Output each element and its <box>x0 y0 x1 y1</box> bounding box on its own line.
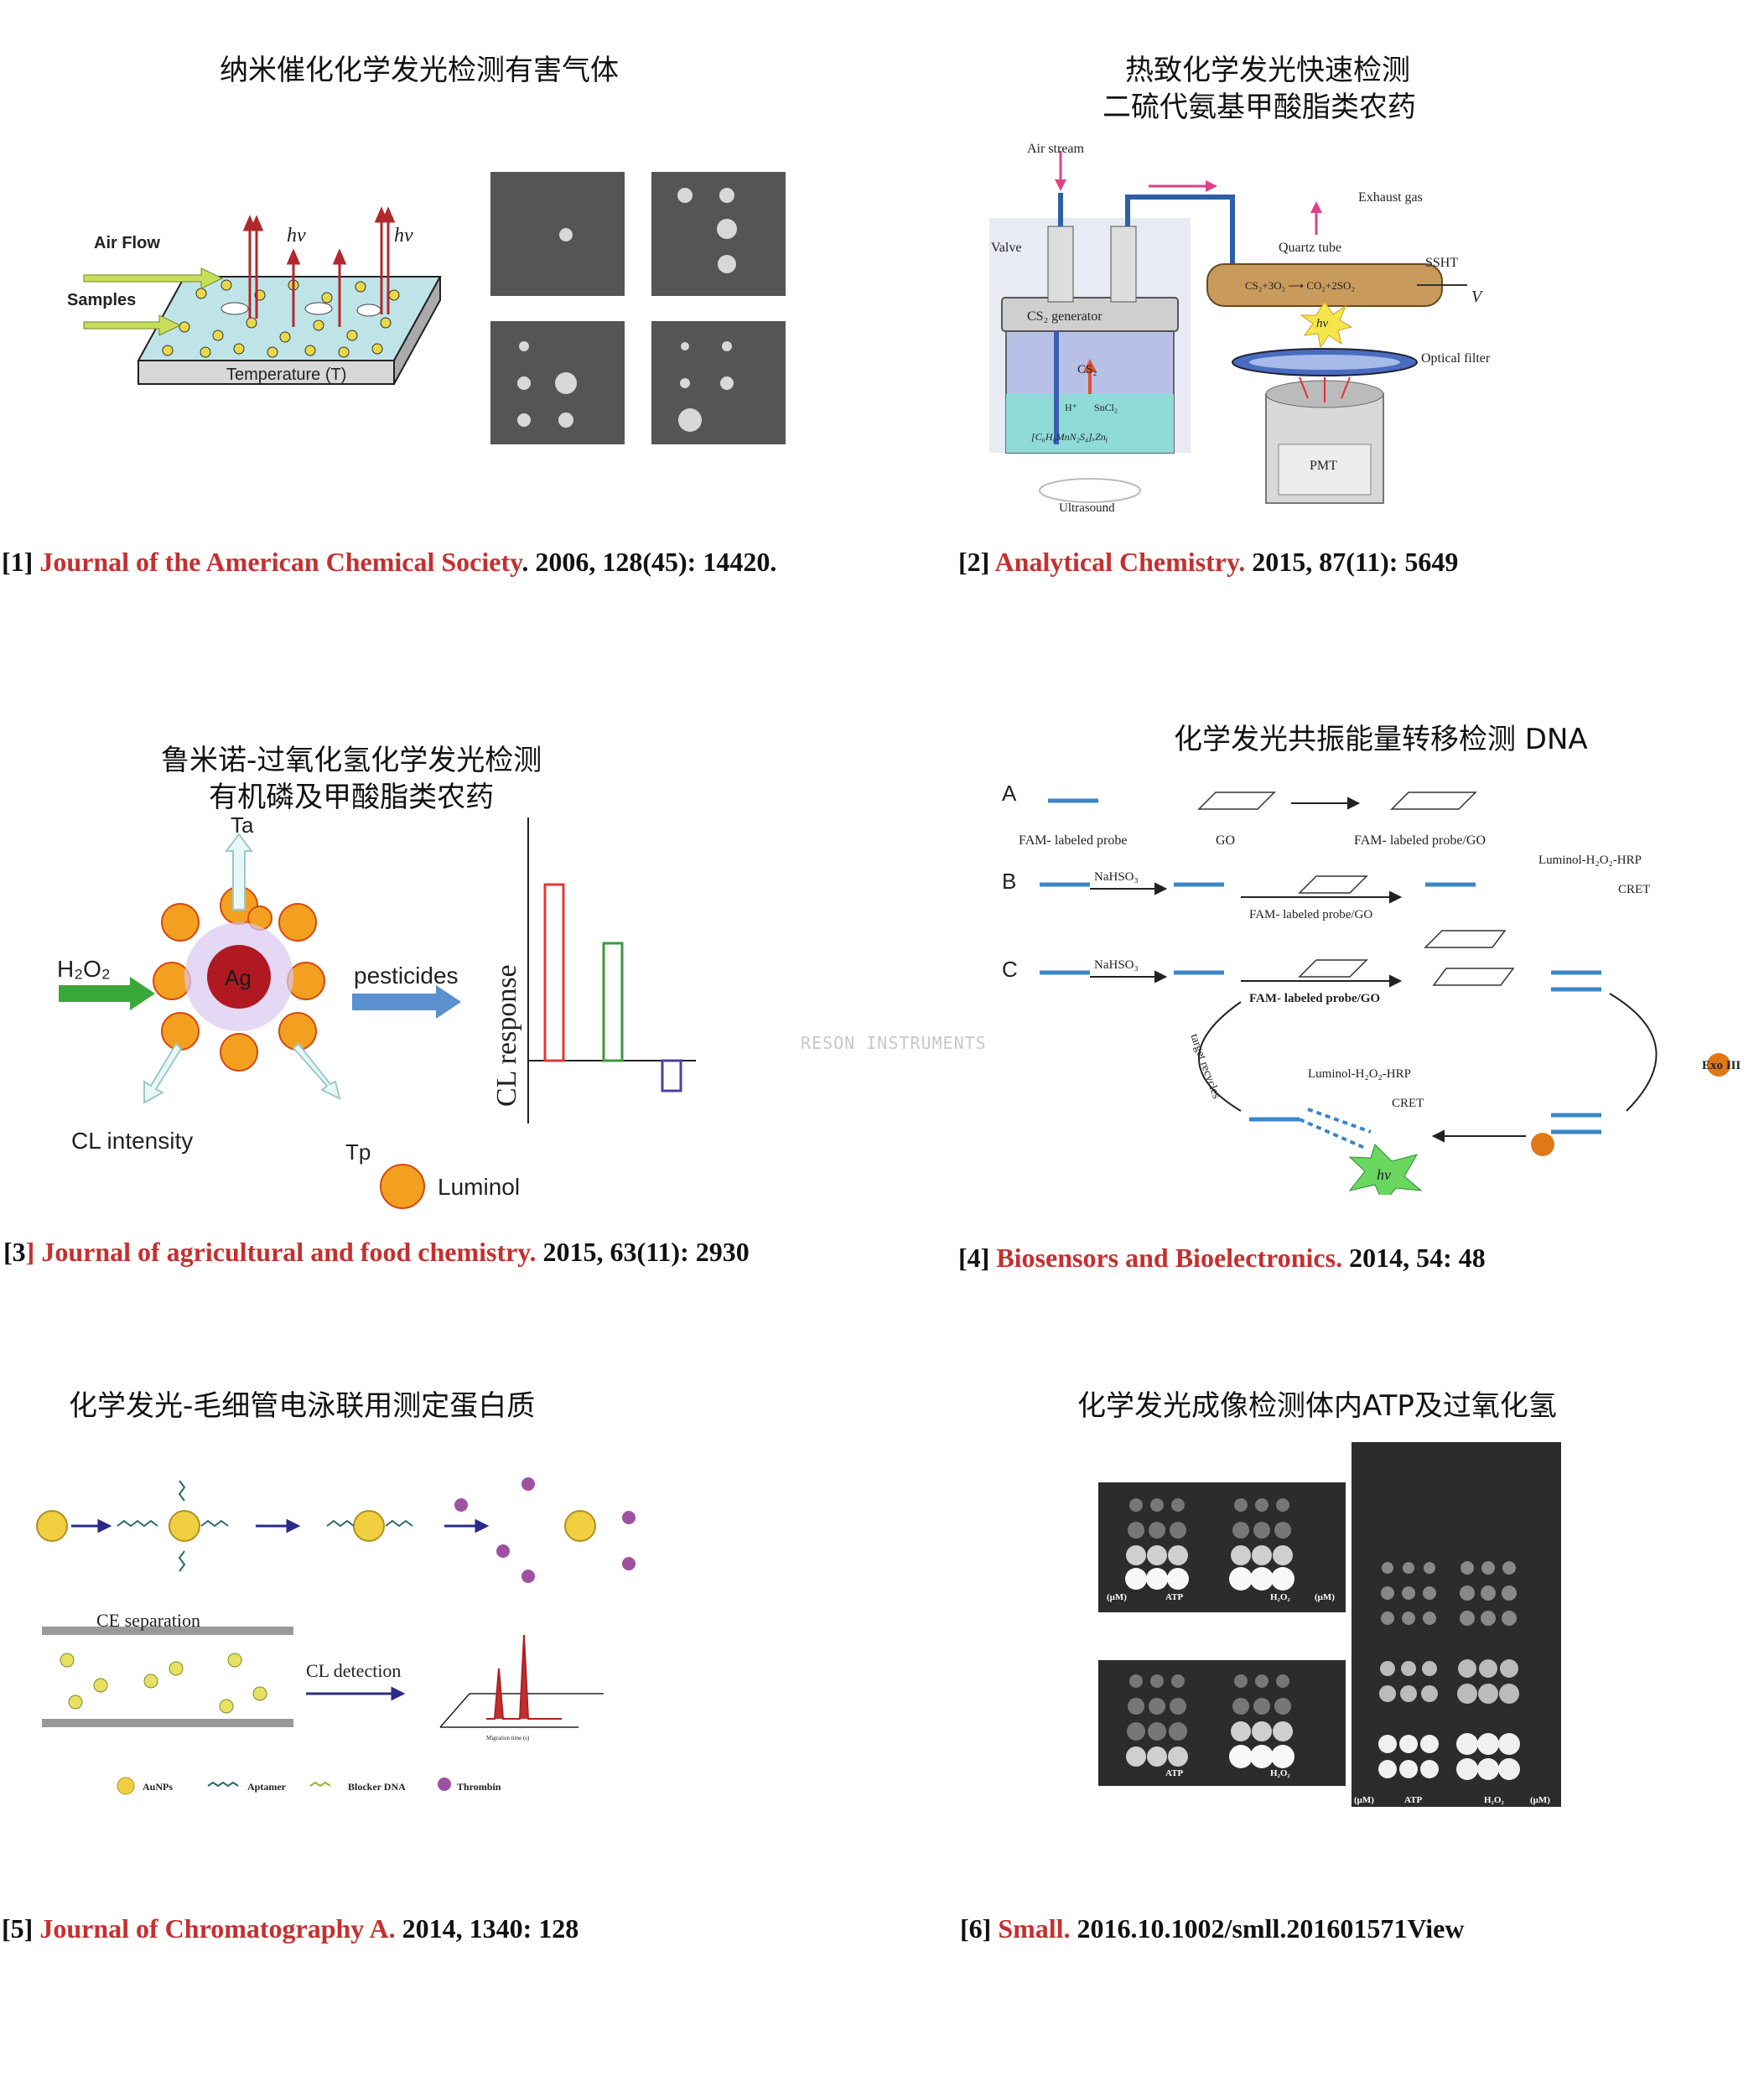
luminol-hrp-label-2: Luminol-H₂O₂-HRP <box>1308 1067 1411 1081</box>
journal-name-link[interactable]: Analytical Chemistry. <box>994 547 1246 577</box>
panel2-citation: [2] Analytical Chemistry. 2015, 87(11): … <box>958 547 1459 577</box>
panel2-title: 热致化学发光快速检测 二硫代氨基甲酸脂类农药 <box>1102 54 1416 124</box>
panel6-citation: [6] Small. 2016.10.1002/smll.201601571Vi… <box>960 1913 1465 1944</box>
pesticides-label: pesticides <box>354 963 459 989</box>
go-label: GO <box>1216 833 1235 848</box>
panel5-title: 化学发光-毛细管电泳联用测定蛋白质 <box>69 1389 536 1423</box>
nahso3-label-2: NaHSO₃ <box>1094 958 1139 972</box>
blocker-label: Blocker DNA <box>348 1781 406 1793</box>
generator-label: CS₂ generator <box>1027 309 1102 324</box>
air-stream-label: Air stream <box>1027 143 1085 156</box>
panel3-figure-diagram: H₂O₂ Ag pesticides CL intensity Ta Tp Lu… <box>57 817 696 1209</box>
aunps-label: AuNPs <box>143 1781 173 1793</box>
exhaust-label: Exhaust gas <box>1358 190 1423 205</box>
cl-response-label: CL response <box>491 964 522 1107</box>
hv-label: hv <box>287 225 306 247</box>
h2o2-label-img: H₂O₂ <box>1270 1592 1290 1602</box>
journal-name-link[interactable]: Journal of the American Chemical Society <box>39 547 522 577</box>
reaction-label: CS₂+3O₂ ⟶ CO₂+2SO₂ <box>1245 279 1355 292</box>
fam-go-label-3: FAM- labeled probe/GO <box>1249 992 1380 1005</box>
panel4-citation: [4] Biosensors and Bioelectronics. 2014,… <box>958 1243 1486 1273</box>
atp-label-3: ATP <box>1404 1795 1422 1805</box>
optical-filter-label: Optical filter <box>1421 351 1491 366</box>
ce-separation-label: CE separation <box>96 1610 200 1631</box>
panel3-citation: [3] Journal of agricultural and food che… <box>3 1237 750 1267</box>
um-label-2: (μM) <box>1315 1592 1335 1602</box>
panel1-title: 纳米催化化学发光检测有害气体 <box>220 54 619 87</box>
label-a: A <box>1002 781 1017 806</box>
h2o2-label-img-2: H₂O₂ <box>1270 1768 1290 1778</box>
h2o2-label-img-3: H₂O₂ <box>1484 1795 1504 1805</box>
migration-label: Migration time (s) <box>486 1735 530 1741</box>
panel5-figure-diagram: CE separation CL detection AuNPs Aptamer… <box>36 1477 636 1795</box>
complex-label: [C₆H₈MnN₂S₄]ₓZnᵧ <box>1031 431 1108 443</box>
ta-label: Ta <box>231 817 254 838</box>
sncl2-label: SnCl₂ <box>1094 402 1118 413</box>
ag-label: Ag <box>225 965 252 990</box>
cret-label-2: CRET <box>1392 1097 1424 1110</box>
v-label: V <box>1471 288 1484 306</box>
ultrasound-label: Ultrasound <box>1059 501 1115 515</box>
cl-intensity-label: CL intensity <box>71 1128 193 1154</box>
quartz-label: Quartz tube <box>1279 241 1341 255</box>
nahso3-label: NaHSO₃ <box>1094 870 1139 884</box>
cret-label: CRET <box>1618 883 1650 896</box>
luminol-hrp-label: Luminol-H₂O₂-HRP <box>1538 854 1642 867</box>
thrombin-label: Thrombin <box>457 1781 501 1793</box>
panel1-sensor-images <box>490 172 786 444</box>
h2o2-label: H₂O₂ <box>57 956 111 982</box>
journal-name-link[interactable]: ] Journal of agricultural and food chemi… <box>25 1237 537 1267</box>
cl-detection-label: CL detection <box>306 1660 401 1681</box>
panel1-citation: [1] Journal of the American Chemical Soc… <box>2 547 777 577</box>
um-label: (μM) <box>1107 1592 1127 1602</box>
samples-label: Samples <box>67 291 136 309</box>
journal-name-link[interactable]: Biosensors and Bioelectronics. <box>996 1243 1343 1273</box>
label-b: B <box>1002 869 1016 894</box>
atp-label-2: ATP <box>1165 1768 1183 1778</box>
fam-go-label-2: FAM- labeled probe/GO <box>1249 908 1372 921</box>
air-flow-label: Air Flow <box>94 234 160 252</box>
exo-label: Exo III <box>1702 1059 1741 1072</box>
tp-label: Tp <box>345 1139 371 1165</box>
target-label: target recycles <box>1187 1032 1222 1100</box>
h-plus-label: H⁺ <box>1065 402 1077 413</box>
atp-label: ATP <box>1165 1592 1183 1602</box>
panel2-figure-diagram: Air stream Exhaust gas Valve Quartz tube… <box>989 143 1491 515</box>
temperature-label: Temperature (T) <box>226 366 346 384</box>
panel4-title: 化学发光共振能量转移检测 DNA <box>1174 723 1588 756</box>
valve-label: Valve <box>991 241 1021 255</box>
journal-name-link[interactable]: Journal of Chromatography A. <box>39 1913 396 1944</box>
panel3-title: 鲁米诺-过氧化氢化学发光检测 有机磷及甲酸脂类农药 <box>161 744 542 814</box>
um-label-4: (μM) <box>1530 1795 1550 1805</box>
panel1-figure-diagram: Air Flow Samples Temperature (T) hv hv <box>67 206 442 385</box>
um-label-3: (μM) <box>1354 1795 1374 1805</box>
hv-label-4: hv <box>1377 1166 1391 1183</box>
panel6-imaging-figure: ATP H₂O₂ (μM) (μM) ATP H₂O₂ ATP H₂O₂ (μM… <box>1098 1442 1561 1807</box>
panel6-title: 化学发光成像检测体内ATP及过氧化氢 <box>1077 1389 1557 1423</box>
watermark: RESON INSTRUMENTS <box>801 1033 987 1053</box>
label-c: C <box>1002 957 1018 982</box>
pmt-label: PMT <box>1310 459 1337 473</box>
hv-label-2: hv <box>394 225 413 247</box>
hv-label-3: hν <box>1316 317 1329 330</box>
fam-go-label: FAM- labeled probe/GO <box>1354 833 1486 848</box>
luminol-label: Luminol <box>438 1174 520 1200</box>
journal-name-link[interactable]: Small. <box>998 1913 1071 1944</box>
panel4-figure-diagram: A B C FAM- labeled probe GO FAM- labeled… <box>1002 781 1741 1195</box>
fam-probe-label: FAM- labeled probe <box>1019 833 1127 848</box>
aptamer-label: Aptamer <box>247 1781 287 1793</box>
cs2-label: CS₂ <box>1077 363 1097 376</box>
panel5-citation: [5] Journal of Chromatography A. 2014, 1… <box>2 1913 579 1944</box>
ssht-label: SSHT <box>1425 256 1458 270</box>
